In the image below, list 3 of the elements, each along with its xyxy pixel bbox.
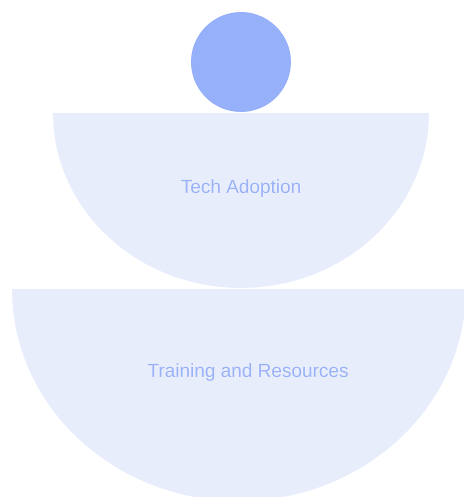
circle — [191, 12, 291, 112]
half-disc-band: Tech Adoption — [53, 113, 429, 288]
half-disc-band: Training and Resources — [12, 289, 464, 497]
